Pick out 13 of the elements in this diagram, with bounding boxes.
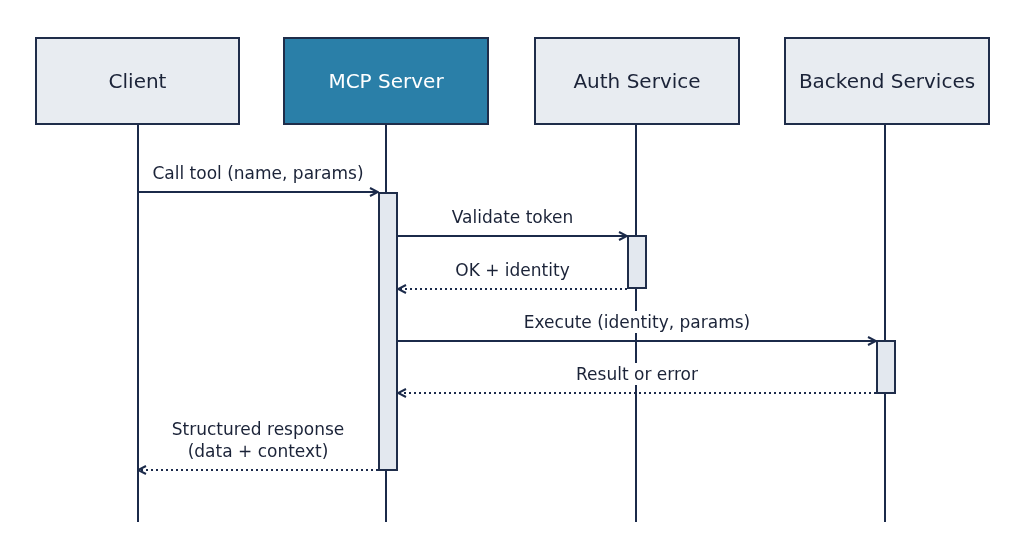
participant-box: Backend Services [784,37,990,125]
arrow [397,284,628,294]
activation-bar [627,235,647,289]
activation-bar [378,192,398,471]
arrow [137,465,379,475]
participant-box: Auth Service [534,37,740,125]
arrow [397,231,628,241]
activation-bar [876,340,896,394]
arrow [397,388,877,398]
participant-box: Client [35,37,240,125]
arrow [397,336,877,346]
arrow [137,187,379,197]
participant-box: MCP Server [283,37,489,125]
